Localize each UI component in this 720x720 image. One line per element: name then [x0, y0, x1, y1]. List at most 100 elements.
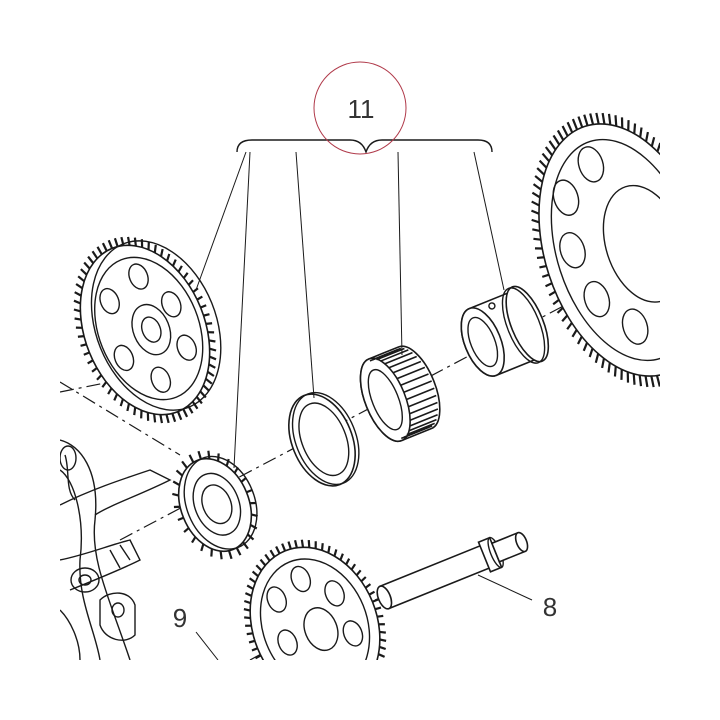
- gear-tooth: [248, 639, 256, 644]
- gear-tooth: [701, 223, 708, 225]
- gear-tooth: [372, 598, 379, 603]
- gear-tooth: [207, 370, 215, 377]
- gear-tooth: [269, 549, 276, 558]
- gear-tooth: [595, 112, 600, 125]
- gear-tooth: [364, 583, 372, 589]
- gear-tooth: [75, 283, 83, 290]
- gear-tooth: [153, 244, 157, 253]
- gear-tooth: [708, 249, 715, 253]
- gear-tooth: [77, 275, 85, 283]
- shaft-pin: [376, 531, 529, 610]
- gear-tooth: [614, 115, 618, 127]
- gear-tooth: [235, 547, 242, 556]
- gear-tooth: [673, 370, 677, 381]
- gear-tooth: [243, 599, 251, 605]
- bearing-needle: [409, 408, 439, 421]
- gear-tooth: [320, 543, 324, 551]
- gear-tooth: [691, 355, 697, 366]
- group-bracket: [236, 139, 493, 155]
- gear-tooth: [176, 411, 183, 421]
- gear-tooth: [287, 541, 292, 550]
- bearing-needle: [396, 366, 426, 380]
- gear-tooth: [594, 353, 600, 364]
- gear-tooth: [339, 553, 344, 561]
- gear-tooth: [350, 696, 353, 703]
- gear-tooth: [633, 123, 637, 134]
- gear-tooth: [576, 335, 583, 345]
- gear-tooth: [372, 673, 378, 680]
- gear-tooth: [300, 539, 305, 548]
- gear-tooth: [378, 623, 385, 626]
- leader-lines: [195, 151, 533, 660]
- gear-tooth: [208, 363, 216, 369]
- gear-tooth: [285, 690, 291, 696]
- gear-tooth: [281, 543, 287, 552]
- bearing-needle: [384, 351, 413, 365]
- gear-tooth: [187, 405, 194, 414]
- gear-tooth: [711, 293, 719, 301]
- gear-tooth: [374, 606, 382, 611]
- gear-tooth: [534, 175, 544, 183]
- gear-tooth: [107, 387, 113, 395]
- gear-tooth: [532, 183, 542, 191]
- gear-tooth: [242, 541, 249, 550]
- gear-tooth: [147, 241, 150, 250]
- gear-tooth: [360, 689, 364, 697]
- gear-tooth: [74, 317, 82, 321]
- bearing-needle: [376, 347, 405, 361]
- highlight-circle: [313, 61, 407, 155]
- gear-tooth: [706, 241, 713, 245]
- gear-tooth: [91, 367, 98, 373]
- gear-tooth: [259, 662, 265, 666]
- gear-tooth: [192, 287, 199, 293]
- gear-tooth: [571, 118, 579, 131]
- gear-tooth: [539, 264, 547, 269]
- gear-tooth: [195, 396, 203, 405]
- gear-tooth: [682, 179, 689, 185]
- gear-tooth: [249, 524, 258, 530]
- gear-tooth: [80, 343, 87, 347]
- gear-tooth: [536, 167, 545, 176]
- gear-tooth: [538, 159, 548, 169]
- gear-tooth: [225, 458, 230, 467]
- gear-tooth: [561, 314, 569, 322]
- gear-tooth: [182, 272, 189, 279]
- gear-tooth: [171, 413, 177, 423]
- gear-tooth: [650, 375, 655, 388]
- gear-tooth: [202, 384, 210, 392]
- gear-tooth: [601, 112, 606, 125]
- gear-tooth: [379, 638, 387, 642]
- gear-tooth: [246, 632, 253, 636]
- gear-tooth: [639, 127, 643, 138]
- gear-tooth: [677, 171, 685, 177]
- gear-tooth: [709, 258, 716, 263]
- gear-tooth: [263, 669, 269, 673]
- gear-tooth: [165, 414, 170, 424]
- gear-tooth: [545, 282, 553, 288]
- gear-tooth: [205, 377, 213, 385]
- gear-tooth: [254, 654, 262, 660]
- gear-tooth: [196, 295, 203, 301]
- gear-tooth: [96, 246, 103, 255]
- gear-tooth: [662, 374, 666, 385]
- gear-tooth: [77, 335, 85, 338]
- gear-tooth: [541, 273, 550, 278]
- large-gear-right: [531, 112, 719, 388]
- gear-tooth: [339, 701, 342, 708]
- gear-tooth: [379, 630, 386, 634]
- gear-tooth: [566, 322, 573, 330]
- gear-tooth: [533, 237, 541, 241]
- gear-tooth: [251, 570, 259, 578]
- gear-tooth: [243, 608, 251, 612]
- gear-tooth: [698, 214, 705, 217]
- gear-tooth: [73, 308, 81, 313]
- gear-tooth: [140, 239, 144, 248]
- gear-tooth: [620, 369, 623, 380]
- gear-tooth: [377, 614, 384, 618]
- gear-tooth: [369, 678, 374, 685]
- gear-tooth: [655, 375, 660, 387]
- gear-tooth: [210, 548, 213, 557]
- gear-tooth: [556, 307, 564, 314]
- gear-tooth: [710, 301, 717, 309]
